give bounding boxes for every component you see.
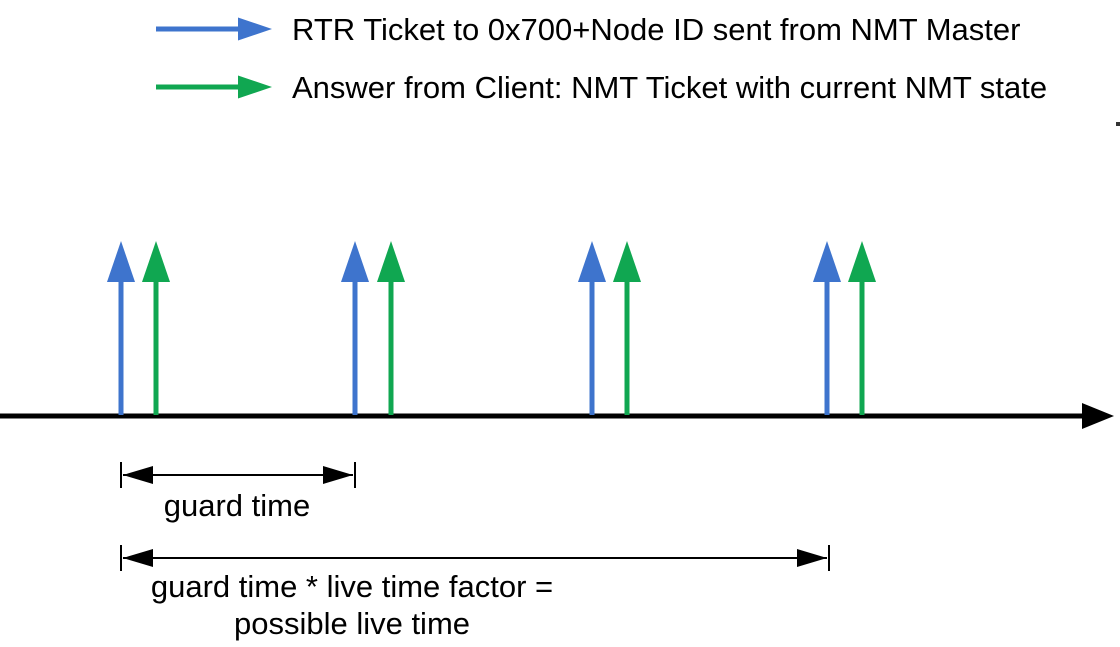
legend-label-answer: Answer from Client: NMT Ticket with curr… [292, 70, 1047, 105]
guard-time-measurement: guard time [120, 462, 356, 523]
live-time-measurement: guard time * live time factor = possible… [120, 545, 830, 641]
legend: RTR Ticket to 0x700+Node ID sent from NM… [156, 12, 1047, 105]
green-up-arrowhead-icon [613, 241, 641, 282]
live-time-left-arrowhead-icon [123, 549, 153, 567]
answer-event-arrow [377, 241, 405, 415]
time-axis-arrowhead-icon [1082, 403, 1114, 429]
green-up-arrowhead-icon [142, 241, 170, 282]
green-right-arrow-icon [156, 75, 272, 99]
green-up-arrowhead-icon [377, 241, 405, 282]
guard-time-label: guard time [164, 488, 310, 523]
rtr-event-arrow [341, 241, 369, 415]
time-axis [0, 403, 1114, 429]
guard-time-right-arrowhead-icon [323, 466, 353, 484]
live-time-label-line1: guard time * live time factor = [151, 569, 553, 604]
legend-label-rtr: RTR Ticket to 0x700+Node ID sent from NM… [292, 12, 1020, 47]
blue-up-arrowhead-icon [813, 241, 841, 282]
rtr-event-arrow [813, 241, 841, 415]
blue-up-arrowhead-icon [107, 241, 135, 282]
answer-event-arrow [613, 241, 641, 415]
timeline-events [107, 241, 876, 415]
live-time-label-line2: possible live time [234, 606, 470, 641]
green-up-arrowhead-icon [848, 241, 876, 282]
live-time-right-arrowhead-icon [797, 549, 827, 567]
blue-up-arrowhead-icon [578, 241, 606, 282]
answer-event-arrow [142, 241, 170, 415]
blue-right-arrow-icon [156, 17, 272, 41]
rtr-event-arrow [107, 241, 135, 415]
guard-time-left-arrowhead-icon [123, 466, 153, 484]
rtr-event-arrow [578, 241, 606, 415]
legend-item-rtr: RTR Ticket to 0x700+Node ID sent from NM… [156, 12, 1020, 47]
legend-item-answer: Answer from Client: NMT Ticket with curr… [156, 70, 1047, 105]
edge-artifact [1116, 122, 1120, 126]
blue-up-arrowhead-icon [341, 241, 369, 282]
answer-event-arrow [848, 241, 876, 415]
